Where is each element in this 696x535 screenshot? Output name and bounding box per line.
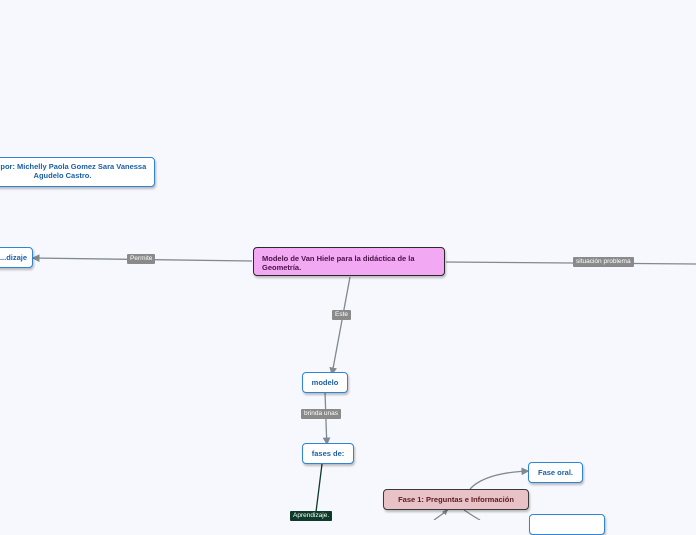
label-situacion-problema[interactable]: situación problema <box>573 257 634 267</box>
main-topic-node[interactable]: Modelo de Van Hiele para la didáctica de… <box>253 247 445 276</box>
bottom-right-node[interactable] <box>529 514 605 535</box>
main-topic-text: Modelo de Van Hiele para la didáctica de… <box>262 254 415 272</box>
fase1-text: Fase 1: Preguntas e Información <box>398 495 514 504</box>
credit-text: ...ado por: Michelly Paola Gomez Sara Va… <box>0 162 147 180</box>
fase1-node[interactable]: Fase 1: Preguntas e Información <box>383 489 529 510</box>
fase-oral-text: Fase oral. <box>537 468 574 477</box>
connector-modelo-fases <box>322 392 331 446</box>
fases-text: fases de: <box>311 449 345 458</box>
connector-fases-aprendizaje <box>314 463 323 520</box>
label-este[interactable]: Este <box>332 310 352 320</box>
label-aprendizaje[interactable]: Aprendizaje. <box>290 511 333 521</box>
label-brinda-unas[interactable]: brinda unas <box>301 409 341 419</box>
connector-main-situacion <box>445 261 696 265</box>
connector-fase1-down-right <box>463 509 481 520</box>
label-permite[interactable]: Permite <box>127 254 156 264</box>
aprendizaje-left-text: ...dizaje <box>0 253 28 262</box>
fases-node[interactable]: fases de: <box>302 443 354 464</box>
fase-oral-node[interactable]: Fase oral. <box>528 462 583 483</box>
modelo-node[interactable]: modelo <box>302 372 348 393</box>
connector-main-modelo <box>329 276 351 376</box>
modelo-text: modelo <box>311 378 339 387</box>
credit-node[interactable]: ...ado por: Michelly Paola Gomez Sara Va… <box>0 157 155 187</box>
aprendizaje-left-node[interactable]: ...dizaje <box>0 247 33 268</box>
connector-fase1-fase-oral <box>469 467 530 490</box>
